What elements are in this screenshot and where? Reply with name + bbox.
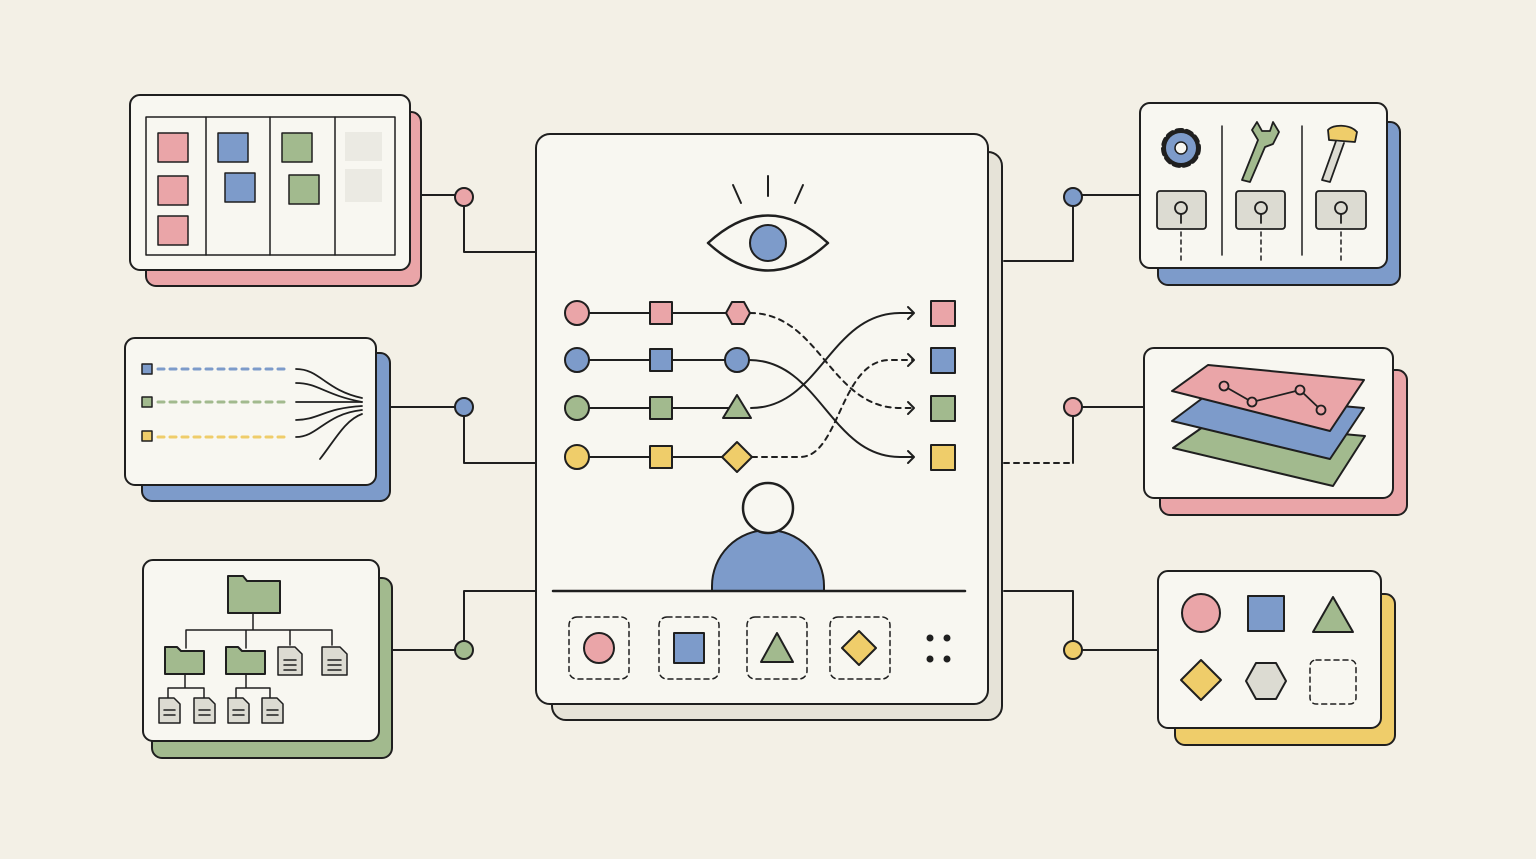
- shape-library-panel: [1157, 570, 1396, 746]
- kanban-board-panel: [129, 94, 422, 287]
- data-streams-panel: [124, 337, 391, 502]
- layered-chart-panel: [1143, 347, 1408, 516]
- connector-file-tree: [391, 590, 539, 660]
- document-icon: [261, 697, 284, 724]
- hub-palette: [568, 616, 951, 680]
- target-yellow: [930, 444, 956, 471]
- palette-slot-diamond[interactable]: [829, 616, 891, 680]
- document-icon: [158, 697, 181, 724]
- wrench-icon: [1241, 121, 1280, 183]
- trend-line: [1218, 380, 1327, 416]
- panel-card: [1157, 570, 1382, 729]
- shape-hexagon[interactable]: [1245, 662, 1287, 700]
- flow-row-blue: [564, 347, 750, 373]
- shape-circle[interactable]: [1181, 593, 1221, 633]
- palette-slot-circle[interactable]: [568, 616, 630, 680]
- flow-row-pink: [564, 300, 751, 326]
- connector-node-pink-right: [1063, 397, 1083, 417]
- flow-rows: [564, 300, 956, 473]
- gear-icon: [1161, 128, 1201, 168]
- kanban-card: [157, 132, 320, 246]
- connector-streams: [389, 397, 539, 464]
- connector-node-blue-right: [1063, 187, 1083, 207]
- shape-square[interactable]: [1247, 595, 1285, 632]
- connector-node-green: [454, 640, 474, 660]
- connector-kanban: [420, 187, 539, 253]
- palette-slot-square[interactable]: [658, 616, 720, 680]
- connector-layers: [1003, 397, 1146, 464]
- tool-socket: [1235, 190, 1286, 263]
- tool-socket: [1156, 190, 1207, 263]
- shape-empty-slot[interactable]: [1309, 659, 1357, 705]
- document-icon: [193, 697, 216, 724]
- connector-node-pink: [454, 187, 474, 207]
- target-blue: [930, 347, 956, 374]
- document-icon: [321, 646, 348, 676]
- document-icon: [227, 697, 250, 724]
- grid-dots-icon[interactable]: [926, 634, 951, 663]
- connector-shape-library: [1003, 590, 1159, 660]
- stream-merge-lines: [295, 368, 363, 460]
- flow-row-yellow: [564, 441, 753, 473]
- folder-icon: [227, 575, 281, 614]
- hub-panel: [535, 133, 1003, 721]
- target-green: [930, 395, 956, 422]
- folder-icon: [225, 646, 266, 675]
- tools-panel: [1139, 102, 1401, 286]
- user-icon: [711, 481, 825, 592]
- routing-lines: [748, 306, 915, 464]
- flow-targets: [930, 300, 956, 471]
- flow-row-green: [564, 394, 752, 421]
- palette-slot-triangle[interactable]: [746, 616, 808, 680]
- panel-card: [124, 337, 377, 486]
- shape-triangle[interactable]: [1312, 596, 1354, 633]
- kanban-placeholder: [345, 169, 382, 202]
- document-icon: [277, 646, 303, 676]
- connector-tools: [1003, 187, 1141, 262]
- kanban-placeholder: [345, 132, 382, 161]
- connectors: [389, 187, 1159, 660]
- hub-card: [535, 133, 989, 705]
- shape-diamond[interactable]: [1180, 659, 1222, 701]
- tool-socket: [1315, 190, 1367, 263]
- connector-node-yellow-right: [1063, 640, 1083, 660]
- hammer-icon: [1321, 124, 1358, 183]
- connector-node-blue: [454, 397, 474, 417]
- target-pink: [930, 300, 956, 327]
- file-tree-panel: [142, 559, 393, 759]
- folder-icon: [164, 646, 205, 675]
- eye-icon: [706, 175, 830, 272]
